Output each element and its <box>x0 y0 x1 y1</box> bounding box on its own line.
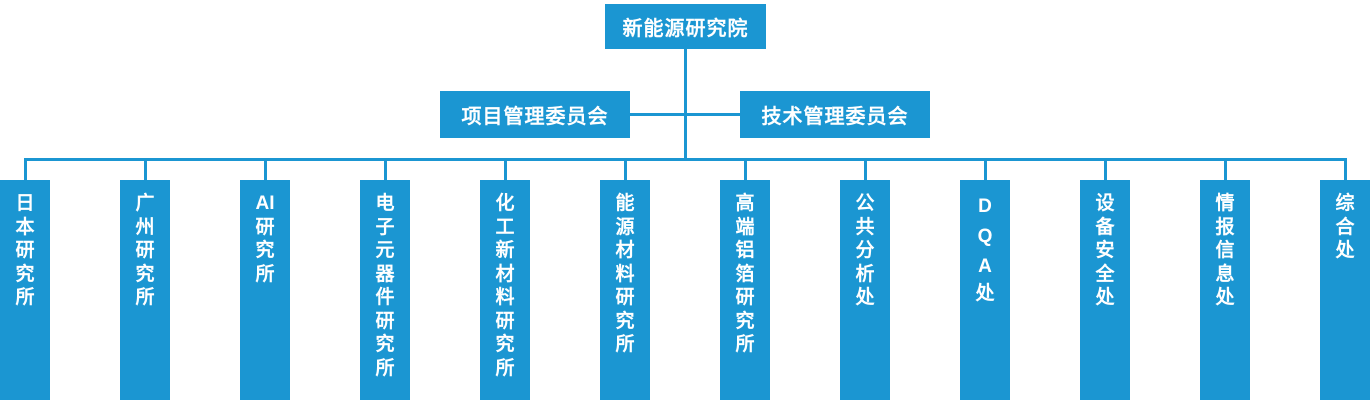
bus-line <box>23 158 1347 161</box>
department-label-line: 究 <box>135 263 155 285</box>
department-label-line: 所 <box>375 357 395 379</box>
department-label-line: 究 <box>255 240 275 261</box>
connector-stub <box>503 158 507 181</box>
root-node-label: 新能源研究院 <box>622 18 749 40</box>
department-box: 日本研究所 <box>0 180 50 400</box>
department-label-line: 所 <box>495 357 515 379</box>
connector-stub <box>383 158 387 181</box>
connector-stub <box>1343 158 1347 181</box>
department-label-line: 究 <box>615 310 635 332</box>
department-label-line: 料 <box>615 263 635 285</box>
department-label-line: 研 <box>135 240 155 261</box>
department-label-line: 件 <box>375 287 395 308</box>
department-label-line: 料 <box>495 287 515 308</box>
committee-label-technology: 技术管理委员会 <box>761 106 909 128</box>
department-label-line: 所 <box>15 287 35 308</box>
department-box: 设备安全处 <box>1080 180 1130 400</box>
department-label-line: 源 <box>615 216 635 238</box>
department-label-line: 设 <box>1095 193 1115 214</box>
department-label-line: 研 <box>375 310 395 332</box>
department-label-line: 研 <box>735 287 755 308</box>
connector-stub <box>983 158 987 181</box>
department-label-line: 处 <box>1335 240 1355 261</box>
department-label-line: 备 <box>1095 216 1115 238</box>
department-label-line: 处 <box>1215 287 1235 308</box>
department-label-line: 信 <box>1215 240 1235 261</box>
department-label-line: 所 <box>735 334 755 355</box>
department-label-line: 器 <box>375 263 395 285</box>
department-label-line: 高 <box>735 193 755 214</box>
department-box: 高端铝箔研究所 <box>720 180 770 400</box>
department-label-line: 合 <box>1335 216 1355 238</box>
department-label-line: 所 <box>135 287 155 308</box>
department-label-line: 能 <box>615 193 635 214</box>
department-box: 广州研究所 <box>120 180 170 400</box>
department-label-line: 研 <box>615 287 635 308</box>
connector-stub <box>143 158 147 181</box>
department-label-line: 处 <box>975 283 995 304</box>
department-label-line: 端 <box>735 216 755 238</box>
department-box: 综合处 <box>1320 180 1370 400</box>
department-label-line: 息 <box>1215 263 1235 285</box>
committee-node-project: 项目管理委员会 <box>440 91 630 138</box>
department-label-line: 处 <box>1095 287 1115 308</box>
department-label-line: 电 <box>375 193 395 214</box>
department-label-line: 究 <box>735 310 755 332</box>
department-label-line: 材 <box>495 263 515 285</box>
department-label-line: 新 <box>495 240 515 261</box>
connector-stub <box>23 158 27 181</box>
department-box: 电子元器件研究所 <box>360 180 410 400</box>
department-label-line: 公 <box>855 193 875 214</box>
department-label-line: 分 <box>855 240 875 261</box>
root-node: 新能源研究院 <box>605 4 766 49</box>
department-label-line: 共 <box>855 216 875 238</box>
department-label-line: 工 <box>495 216 515 238</box>
department-label-line: 州 <box>135 216 155 238</box>
committee-node-technology: 技术管理委员会 <box>740 91 930 138</box>
department-label-line: 全 <box>1095 263 1115 285</box>
department-label-line: 子 <box>375 216 395 238</box>
department-label-line: AI <box>255 193 275 214</box>
department-label-line: 箔 <box>735 263 755 285</box>
department-label-line: 本 <box>15 216 35 238</box>
connector-stub <box>263 158 267 181</box>
committee-label-project: 项目管理委员会 <box>461 106 609 128</box>
department-label-line: 研 <box>15 240 35 261</box>
connector-stub <box>623 158 627 181</box>
department-label-line: 化 <box>495 193 515 214</box>
connector-stub <box>1103 158 1107 181</box>
department-label-line: 研 <box>255 216 275 238</box>
root-vertical-connector <box>684 49 687 161</box>
department-label-line: 处 <box>855 287 875 308</box>
department-label-line: 日 <box>15 193 35 214</box>
department-label-line: 材 <box>615 240 635 261</box>
department-label-line: 所 <box>615 334 635 355</box>
department-label-line: 究 <box>495 334 515 355</box>
connector-stub <box>863 158 867 181</box>
connector-stub <box>1223 158 1227 181</box>
department-label-line: D <box>978 196 992 217</box>
department-label-line: 安 <box>1095 240 1115 261</box>
department-box: 化工新材料研究所 <box>480 180 530 400</box>
department-label-line: 析 <box>855 263 875 285</box>
department-box: 公共分析处 <box>840 180 890 400</box>
department-label-line: 研 <box>495 310 515 332</box>
department-label-line: 综 <box>1335 193 1355 214</box>
department-label-line: 所 <box>255 263 275 285</box>
department-label-line: 元 <box>375 240 395 261</box>
department-label-line: 究 <box>15 263 35 285</box>
committee-connector <box>630 113 740 116</box>
department-label-line: 广 <box>135 193 155 214</box>
department-box: 能源材料研究所 <box>600 180 650 400</box>
department-label-line: Q <box>977 226 993 247</box>
connector-stub <box>743 158 747 181</box>
department-label-line: A <box>978 256 992 277</box>
department-label-line: 情 <box>1215 193 1235 214</box>
department-label-line: 究 <box>375 334 395 355</box>
department-label-line: 铝 <box>735 240 755 261</box>
department-box: 情报信息处 <box>1200 180 1250 400</box>
department-label-line: 报 <box>1215 216 1235 238</box>
